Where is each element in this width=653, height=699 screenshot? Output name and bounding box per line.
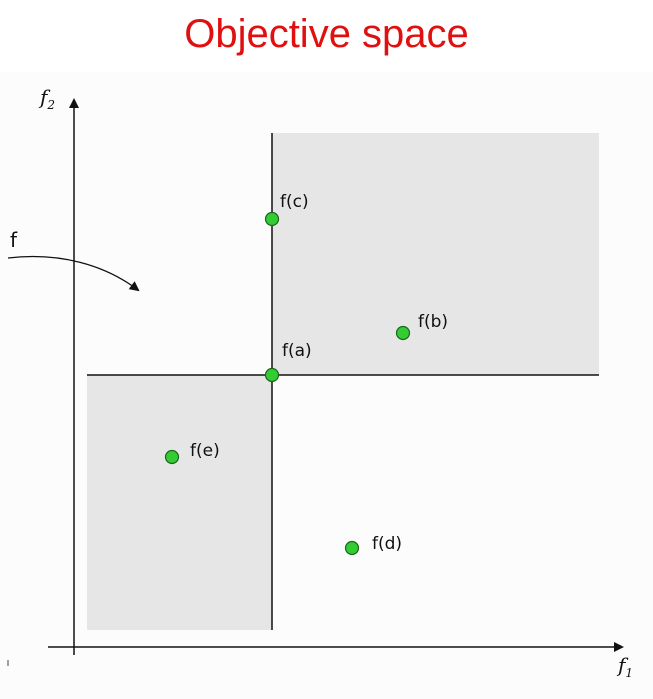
point-b bbox=[395, 325, 411, 341]
y-axis-label: f2 bbox=[38, 85, 55, 112]
point-a-label: f(a) bbox=[282, 341, 312, 361]
page-title: Objective space bbox=[184, 12, 469, 56]
point-b-label: f(b) bbox=[418, 312, 448, 332]
x-axis-label: f1 bbox=[616, 653, 633, 680]
point-d bbox=[344, 540, 360, 556]
point-a bbox=[264, 367, 280, 383]
mapping-arrow bbox=[7, 255, 140, 292]
y-axis-label-sub: 2 bbox=[46, 98, 55, 112]
mapping-label: f bbox=[10, 228, 18, 252]
point-d-label: f(d) bbox=[372, 534, 402, 554]
point-e-label: f(e) bbox=[190, 441, 220, 461]
point-c-label: f(c) bbox=[280, 192, 309, 212]
point-c bbox=[264, 211, 280, 227]
dominating-region bbox=[87, 375, 272, 630]
x-axis-label-sub: 1 bbox=[625, 666, 633, 680]
dominated-region bbox=[272, 133, 599, 375]
point-e bbox=[164, 449, 180, 465]
